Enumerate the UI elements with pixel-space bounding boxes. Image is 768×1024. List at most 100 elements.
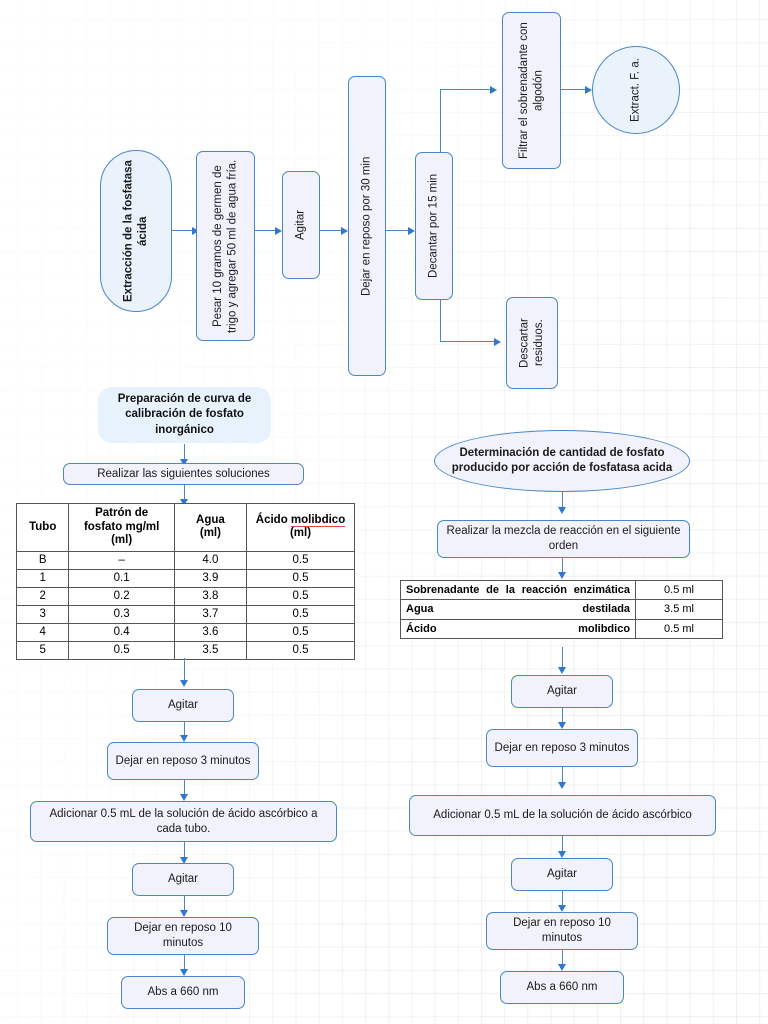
table-cell: 0.4 [68, 622, 175, 642]
connector-mixture-to-table [562, 558, 564, 574]
connector-left-rest3-to-ascorbic [184, 780, 186, 796]
node-adicionar-ascorbico-left: Adicionar 0.5 mL de la solución de ácido… [30, 801, 337, 842]
connector-filter-to-extract [561, 89, 587, 91]
table-cell: 3.8 [173, 586, 248, 606]
spellcheck-underline: molibdico [290, 513, 346, 527]
node-filtrar-sobrenadante: Filtrar el sobrenadante con algodón [502, 12, 561, 169]
connector-solutions-to-table [184, 485, 186, 501]
table-cell: 3.7 [173, 604, 248, 624]
reaction-mixture-table: Sobrenadante de la reacción enzimática 0.… [399, 579, 723, 639]
arrowhead-right-agitar1 [558, 667, 567, 674]
table-cell: 0.2 [68, 586, 175, 606]
table-cell: 1 [15, 568, 70, 588]
arrowhead-right-table [558, 572, 567, 579]
node-abs-660-right: Abs a 660 nm [500, 971, 624, 1004]
connector-start-to-weigh [172, 230, 194, 232]
arrowhead-to-shake [275, 226, 282, 235]
table-cell: 0.5 [246, 586, 355, 606]
node-reposo-10min-right: Dejar en reposo 10 minutos [486, 912, 638, 950]
table-cell: 3 [15, 604, 70, 624]
arrowhead-to-decant [408, 226, 415, 235]
node-pesar-germen: Pesar 10 gramos de germen de trigo y agr… [196, 151, 255, 341]
header-preparacion-curva: Preparación de curva de calibración de f… [98, 387, 271, 443]
connector-decant-up-vertical [440, 89, 442, 152]
node-reposo-30min: Dejar en reposo por 30 min [348, 76, 386, 376]
table-cell-value: 0.5 ml [635, 618, 723, 639]
connector-rest30-to-decant [386, 230, 410, 232]
arrowhead-left-rest10 [180, 910, 189, 917]
th-acido-molibdico: Ácido molibdico (ml) [246, 503, 355, 552]
connector-right-agitar2-to-rest10 [562, 891, 564, 907]
node-realizar-mezcla: Realizar la mezcla de reacción en el sig… [437, 520, 690, 558]
connector-left-agitar1-to-rest3 [184, 722, 186, 737]
connector-right-ascorbic-to-agitar2 [562, 836, 564, 853]
table-cell: 4 [15, 622, 70, 642]
arrowhead-left-agitar1 [180, 680, 189, 687]
table-cell-label: Ácido molibdico [399, 618, 637, 639]
table-cell: – [68, 550, 175, 570]
arrowhead-to-weigh [192, 226, 199, 235]
table-header-row: Tubo Patrón de fosfato mg/ml (ml) Agua (… [15, 503, 355, 552]
node-reposo-3min-left: Dejar en reposo 3 minutos [107, 742, 259, 780]
connector-right-rest10-to-abs [562, 950, 564, 966]
arrowhead-right-mixture [558, 507, 567, 514]
connector-left-ascorbic-to-agitar2 [184, 842, 186, 859]
arrowhead-to-extract [585, 85, 592, 94]
arrowhead-left-table [180, 499, 189, 506]
node-agitar-top: Agitar [282, 171, 320, 279]
table-cell-label: Sobrenadante de la reacción enzimática [399, 579, 637, 601]
table-cell: 0.1 [68, 568, 175, 588]
node-agitar-right-1: Agitar [511, 675, 613, 708]
table-cell: 0.3 [68, 604, 175, 624]
connector-right-rest3-to-ascorbic [562, 767, 564, 784]
table-cell: 0.5 [246, 568, 355, 588]
connector-left-agitar2-to-rest10 [184, 896, 186, 912]
connector-lefttitle-to-solutions [184, 444, 186, 461]
calibration-table: Tubo Patrón de fosfato mg/ml (ml) Agua (… [15, 503, 355, 660]
connector-righttable-to-agitar1 [562, 647, 564, 669]
connector-left-rest10-to-abs [184, 955, 186, 971]
connector-decant-down-horizontal [440, 341, 496, 343]
connector-righttitle-to-mixture [562, 492, 564, 509]
node-realizar-soluciones: Realizar las siguientes soluciones [63, 463, 304, 485]
table-cell: 4.0 [173, 550, 248, 570]
node-reposo-10min-left: Dejar en reposo 10 minutos [107, 917, 259, 955]
table-cell: B [15, 550, 70, 570]
arrowhead-to-rest30 [341, 226, 348, 235]
arrowhead-to-filter [490, 85, 497, 94]
arrowhead-left-rest3 [180, 735, 189, 742]
node-abs-660-left: Abs a 660 nm [121, 976, 245, 1009]
connector-decant-up-horizontal [440, 89, 492, 91]
th-tubo: Tubo [15, 503, 70, 552]
arrowhead-left-solutions [180, 459, 189, 466]
arrowhead-to-discard [494, 337, 501, 346]
table-cell: 3.6 [173, 622, 248, 642]
arrowhead-right-agitar2 [558, 851, 567, 858]
table-cell: 2 [15, 586, 70, 606]
th-agua: Agua (ml) [173, 503, 248, 552]
connector-weigh-to-shake [255, 230, 277, 232]
node-descartar-residuos: Descartar residuos. [506, 297, 558, 389]
table-cell-value: 3.5 ml [635, 599, 723, 620]
arrowhead-left-abs [180, 969, 189, 976]
table-cell: 3.5 [173, 640, 248, 660]
node-agitar-left-2: Agitar [132, 863, 234, 896]
table-cell: 0.5 [68, 640, 175, 660]
arrowhead-left-ascorbic [180, 794, 189, 801]
node-agitar-right-2: Agitar [511, 858, 613, 891]
node-extraccion-fosfatasa: Extracción de la fosfatasa ácida [100, 150, 172, 312]
table-cell-label: Agua destilada [399, 599, 637, 620]
arrowhead-right-abs [558, 964, 567, 971]
node-decantar-15min: Decantar por 15 min [415, 152, 453, 300]
table-cell: 0.5 [246, 622, 355, 642]
node-agitar-left-1: Agitar [132, 689, 234, 722]
table-cell: 0.5 [246, 640, 355, 660]
node-adicionar-ascorbico-right: Adicionar 0.5 mL de la solución de ácido… [409, 795, 716, 836]
